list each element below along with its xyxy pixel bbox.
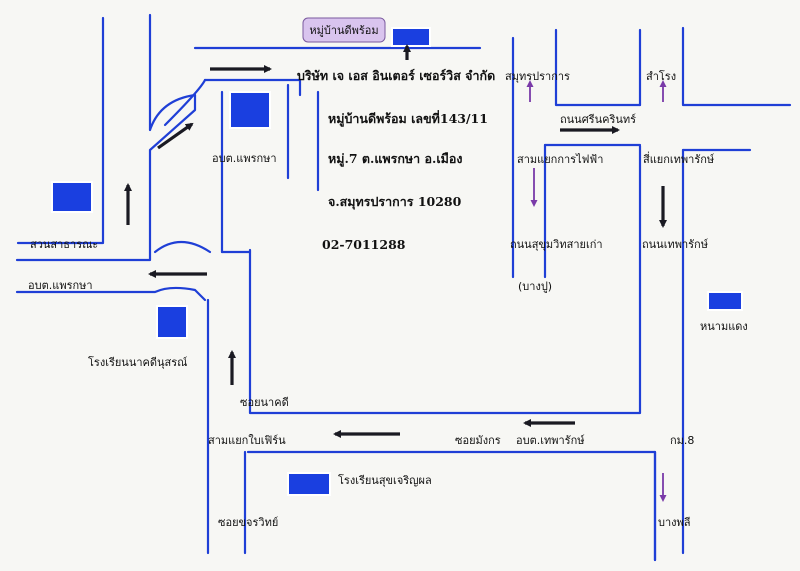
- road-curve-top: [163, 78, 207, 127]
- company-name: บริษัท เจ เอส อินเตอร์ เซอร์วิส จำกัด: [297, 68, 495, 83]
- label-soi-nakhdi: ซอยนาคดี: [240, 396, 289, 409]
- road-main-down: [248, 144, 642, 415]
- address-line2: หมู่.7 ต.แพรกษา อ.เมือง: [328, 151, 463, 167]
- label-bang-pu: (บางปู): [518, 280, 552, 293]
- village-badge-text: หมู่บ้านดีพร้อม: [309, 24, 378, 37]
- label-thepharak-road: ถนนเทพารักษ์: [642, 238, 708, 251]
- label-school-sukcharoenphon: โรงเรียนสุขเจริญผล: [338, 473, 432, 487]
- blue-building-icon: [287, 472, 331, 496]
- label-nong-namdaeng: หนามแดง: [700, 320, 748, 333]
- blue-building-icon: [156, 305, 188, 339]
- place-labels: สมุทรปราการ สำโรง ถนนศรีนครินทร์ สามแยกก…: [28, 69, 748, 529]
- label-km8: กม.8: [670, 434, 694, 447]
- label-samyaek-baifern: สามแยกใบเฟิร์น: [208, 434, 286, 447]
- blue-building-icon: [51, 181, 93, 213]
- label-public-park: สวนสาธารณะ: [30, 238, 98, 251]
- road-network: [15, 13, 792, 562]
- road-main-left-inner: [15, 93, 197, 262]
- address-line3: จ.สมุทรปราการ 10280: [328, 194, 462, 210]
- label-obt-thepharak: อบต.เทพารักษ์: [516, 434, 585, 447]
- road-srinakarin-left: [554, 28, 642, 107]
- village-badge: หมู่บ้านดีพร้อม: [302, 17, 386, 43]
- label-sukhumvit-old: ถนนสุขุมวิทสายเก่า: [510, 238, 603, 251]
- label-soi-khanwit: ซอยขจรวิทย์: [218, 516, 278, 529]
- road-phraeksa-horizontal: [15, 286, 207, 302]
- blue-building-icon: [391, 27, 431, 47]
- buildings: [51, 27, 743, 496]
- road-baifern-horizontal: [246, 450, 657, 562]
- label-school-nakhdi: โรงเรียนนาคดีนุสรณ์: [88, 355, 187, 369]
- label-siyaek-thepharak: สี่แยกเทพารักษ์: [643, 151, 715, 166]
- label-obt-phraeksa-top: อบต.แพรกษา: [212, 152, 277, 165]
- blue-building-icon: [707, 291, 743, 311]
- company-info: บริษัท เจ เอส อินเตอร์ เซอร์วิส จำกัด หม…: [297, 68, 495, 252]
- road-top-left-vertical: [148, 13, 197, 132]
- label-samrong: สำโรง: [646, 69, 676, 83]
- phone-number: 02-7011288: [322, 237, 406, 252]
- label-soi-mangkon: ซอยมังกร: [455, 434, 501, 447]
- arrow-to-obt: [157, 122, 194, 150]
- purple-arrows: [526, 80, 667, 502]
- direction-arrows: [124, 44, 667, 438]
- address-line1: หมู่บ้านดีพร้อม เลขที่143/11: [328, 110, 488, 127]
- road-top-inner: [203, 78, 302, 97]
- road-far-left-vertical: [16, 16, 105, 245]
- label-srinakarin: ถนนศรีนครินทร์: [560, 113, 636, 126]
- label-samut-prakan: สมุทรปราการ: [505, 70, 570, 83]
- label-bang-phli: บางพลี: [658, 516, 691, 529]
- label-obt-phraeksa-left: อบต.แพรกษา: [28, 279, 93, 292]
- road-far-right-top: [681, 26, 792, 107]
- road-nakhdi-roundabout-top: [153, 240, 212, 254]
- blue-building-icon: [229, 91, 271, 129]
- label-samyaek-kan-faifa: สามแยกการไฟฟ้า: [517, 153, 603, 166]
